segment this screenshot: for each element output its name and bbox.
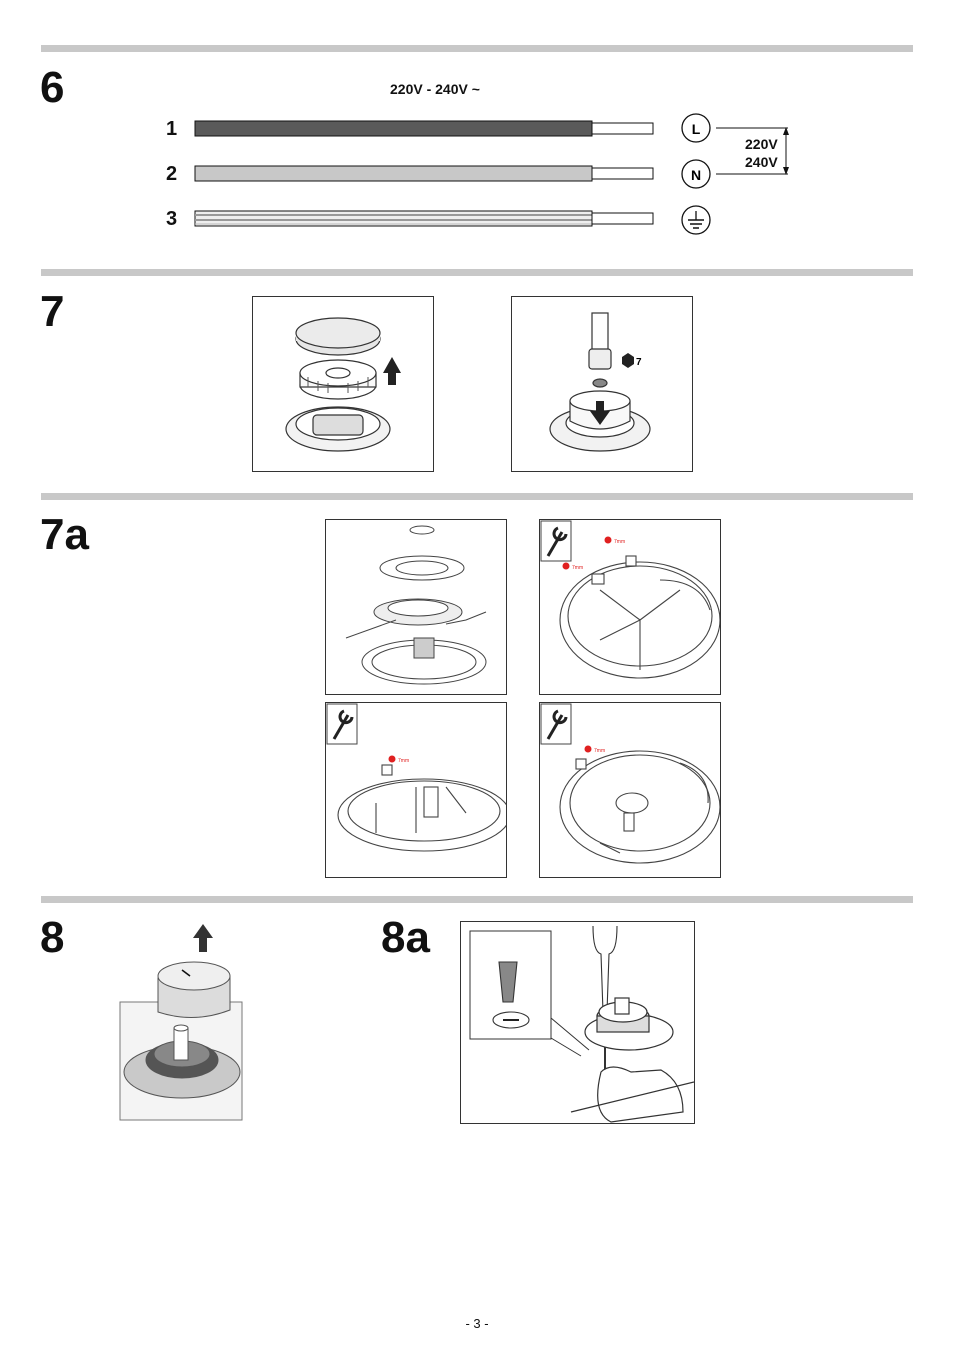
- section-number-7a: 7a: [40, 510, 89, 559]
- marker-dot-icon: [562, 562, 570, 570]
- screw-size-label-1: 7mm: [614, 539, 625, 545]
- wrench-icon: [540, 703, 572, 745]
- figure-7a-burner-exploded: [325, 519, 507, 695]
- arrow-up-icon: [383, 357, 401, 385]
- wrench-icon: [326, 703, 358, 745]
- wrench-icon: [540, 520, 572, 562]
- section-number-8: 8: [40, 913, 65, 962]
- figure-8-knob-removal: [118, 920, 244, 1122]
- section-divider-6: [41, 45, 913, 52]
- screw-size-label-4: 7mm: [594, 748, 605, 754]
- terminal-neutral-icon: [681, 159, 711, 189]
- figure-7-burner-cap-removal: [252, 296, 434, 472]
- figure-7a-base-screws-3: 7mm: [539, 702, 721, 878]
- earth-ground-icon: [681, 205, 711, 235]
- voltage-bracket: [716, 127, 789, 175]
- page-number: - 3 -: [465, 1316, 489, 1331]
- section-divider-8: [41, 896, 913, 903]
- section-divider-7a: [41, 493, 913, 500]
- hex-size-label: 7: [636, 357, 642, 368]
- section-number-6: 6: [40, 63, 65, 112]
- figure-8a-valve-adjustment: [460, 921, 695, 1124]
- section-number-8a: 8a: [381, 913, 430, 962]
- terminal-live-icon: [681, 113, 711, 143]
- wire-neutral: [194, 165, 654, 182]
- supply-voltage-label: 220V - 240V ~: [390, 81, 480, 97]
- arrow-up-icon: [193, 924, 213, 952]
- screw-size-label-3: 7mm: [398, 758, 409, 764]
- hex-wrench-size-icon: [622, 353, 634, 368]
- terminal-neutral-label: N: [691, 167, 701, 183]
- marker-dot-icon: [604, 536, 612, 544]
- wiring-diagram: L N: [194, 113, 789, 235]
- marker-dot-icon: [388, 755, 396, 763]
- wire-live: [194, 120, 654, 137]
- wire-earth: [194, 210, 654, 227]
- figure-7-injector-removal: 7: [511, 296, 693, 472]
- marker-dot-icon: [584, 745, 592, 753]
- arrow-down-icon: [590, 401, 610, 425]
- terminal-live-label: L: [692, 121, 701, 137]
- wire-number-1: 1: [166, 118, 178, 140]
- voltage-bottom-label: 240V: [745, 154, 778, 170]
- wire-number-2: 2: [166, 163, 178, 185]
- section-divider-7: [41, 269, 913, 276]
- screw-size-label-2: 7mm: [572, 565, 583, 571]
- figure-7a-base-screws-1: 7mm 7mm: [539, 519, 721, 695]
- voltage-top-label: 220V: [745, 136, 778, 152]
- figure-7a-base-screws-2: 7mm: [325, 702, 507, 878]
- screwdriver-icon: [592, 925, 618, 1072]
- section-number-7: 7: [40, 287, 65, 336]
- wire-number-3: 3: [166, 208, 178, 230]
